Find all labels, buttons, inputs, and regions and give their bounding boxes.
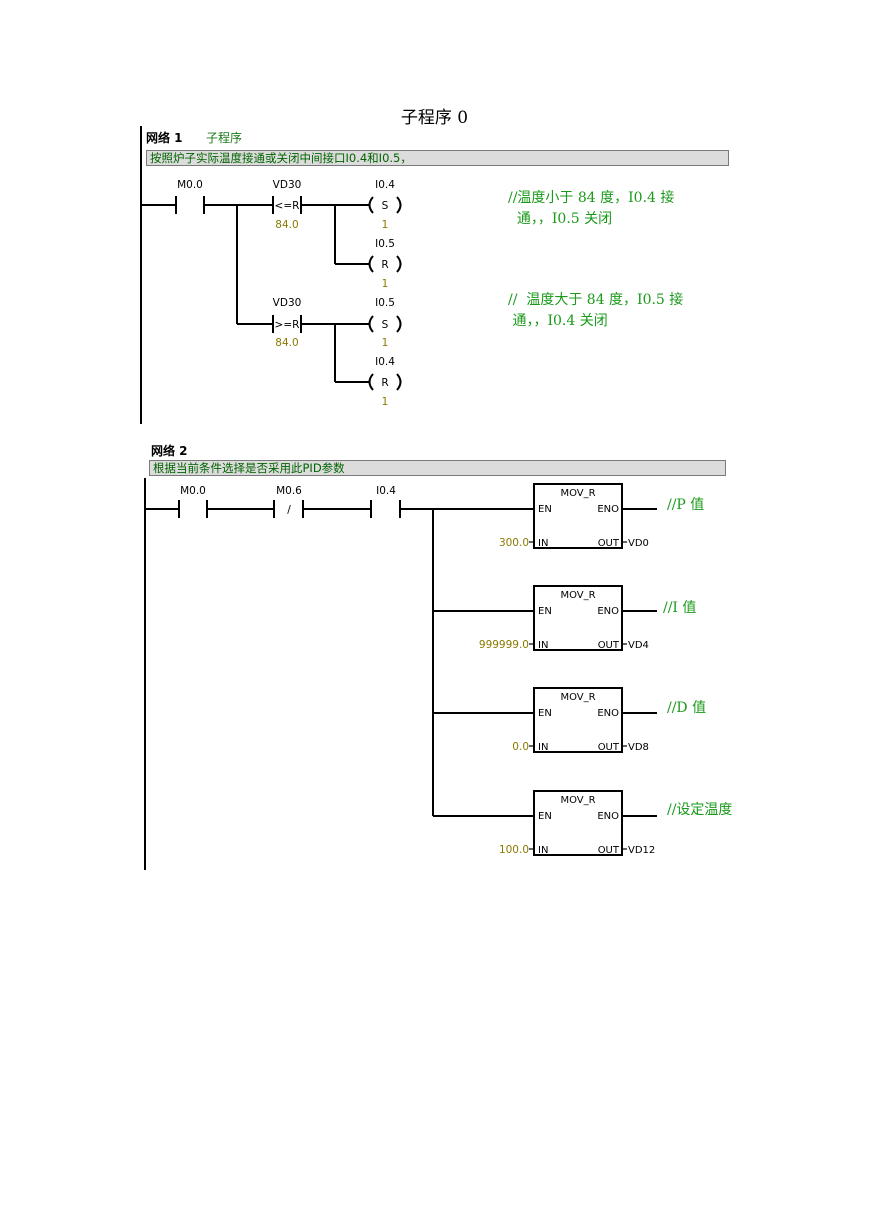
coil-4-operand: I0.4 [375, 356, 395, 368]
block-1-name: MOV_R [560, 488, 595, 499]
block-4-eno: ENO [597, 811, 619, 822]
mov-r-block-3[interactable] [533, 687, 623, 753]
block-3-out: OUT [598, 742, 620, 753]
coil-3-n: 1 [382, 337, 389, 349]
block-comment-setpoint: //设定温度 [667, 802, 733, 818]
network-1-title: 子程序 [206, 131, 243, 145]
block-4-out: OUT [598, 845, 620, 856]
cmp2-operand: VD30 [273, 297, 302, 309]
network-2-comment[interactable]: 根据当前条件选择是否采用此PID参数 [149, 460, 726, 476]
block-2-out-value: VD4 [628, 640, 649, 651]
contact-m06-label: M0.6 [276, 485, 302, 497]
block-1-en: EN [538, 504, 552, 515]
not-contact-symbol: / [287, 504, 291, 516]
block-2-in-value: 999999.0 [479, 639, 529, 651]
contact-m00-label: M0.0 [177, 179, 203, 191]
network-1-annotation-1: //温度小于 84 度，I0.4 接 通，，I0.5 关闭 [508, 190, 675, 227]
mov-r-block-2[interactable] [533, 585, 623, 651]
block-1-in-value: 300.0 [499, 537, 529, 549]
block-2-name: MOV_R [560, 590, 595, 601]
block-1-eno: ENO [597, 504, 619, 515]
coil-1-right-paren [396, 196, 402, 214]
block-3-name: MOV_R [560, 692, 595, 703]
network-2-label: 网络 2 [151, 444, 188, 458]
block-2-en: EN [538, 606, 552, 617]
block-1-out: OUT [598, 538, 620, 549]
block-2-eno: ENO [597, 606, 619, 617]
coil-4-type: R [381, 377, 388, 389]
cmp2-op: >=R [275, 319, 300, 331]
block-comment-p: //P 值 [667, 497, 705, 513]
block-comment-d: //D 值 [667, 700, 707, 716]
coil-2-left-paren [368, 255, 374, 273]
coil-1-type: S [382, 200, 389, 212]
mov-r-block-1[interactable] [533, 483, 623, 549]
coil-3-operand: I0.5 [375, 297, 395, 309]
coil-1-left-paren [368, 196, 374, 214]
cmp1-value: 84.0 [275, 219, 298, 231]
block-3-eno: ENO [597, 708, 619, 719]
coil-1-n: 1 [382, 219, 389, 231]
block-4-out-value: VD12 [628, 845, 655, 856]
block-1-out-value: VD0 [628, 538, 649, 549]
coil-2-operand: I0.5 [375, 238, 395, 250]
block-3-out-value: VD8 [628, 742, 649, 753]
cmp2-value: 84.0 [275, 337, 298, 349]
block-2-out: OUT [598, 640, 620, 651]
block-2-in: IN [538, 640, 548, 651]
block-4-en: EN [538, 811, 552, 822]
contact-i04-label: I0.4 [376, 485, 396, 497]
cmp1-operand: VD30 [273, 179, 302, 191]
network-1-comment[interactable]: 按照炉子实际温度接通或关闭中间接口I0.4和I0.5， [146, 150, 729, 166]
block-comment-i: //I 值 [663, 600, 697, 616]
block-1-in: IN [538, 538, 548, 549]
coil-4-left-paren [368, 373, 374, 391]
block-3-in: IN [538, 742, 548, 753]
network-1-label: 网络 1 [146, 131, 183, 145]
block-4-name: MOV_R [560, 795, 595, 806]
coil-2-n: 1 [382, 278, 389, 290]
coil-3-right-paren [396, 315, 402, 333]
coil-2-type: R [381, 259, 388, 271]
mov-r-block-4[interactable] [533, 790, 623, 856]
network-1-annotation-2: // 温度大于 84 度，I0.5 接 通，，I0.4 关闭 [508, 292, 684, 329]
coil-2-right-paren [396, 255, 402, 273]
block-3-in-value: 0.0 [512, 741, 529, 753]
block-4-in-value: 100.0 [499, 844, 529, 856]
page-title: 子程序 0 [400, 108, 469, 128]
cmp1-op: <=R [275, 200, 300, 212]
coil-1-operand: I0.4 [375, 179, 395, 191]
coil-4-n: 1 [382, 396, 389, 408]
block-3-en: EN [538, 708, 552, 719]
coil-3-type: S [382, 319, 389, 331]
coil-4-right-paren [396, 373, 402, 391]
contact-m00-n2-label: M0.0 [180, 485, 206, 497]
block-4-in: IN [538, 845, 548, 856]
coil-3-left-paren [368, 315, 374, 333]
